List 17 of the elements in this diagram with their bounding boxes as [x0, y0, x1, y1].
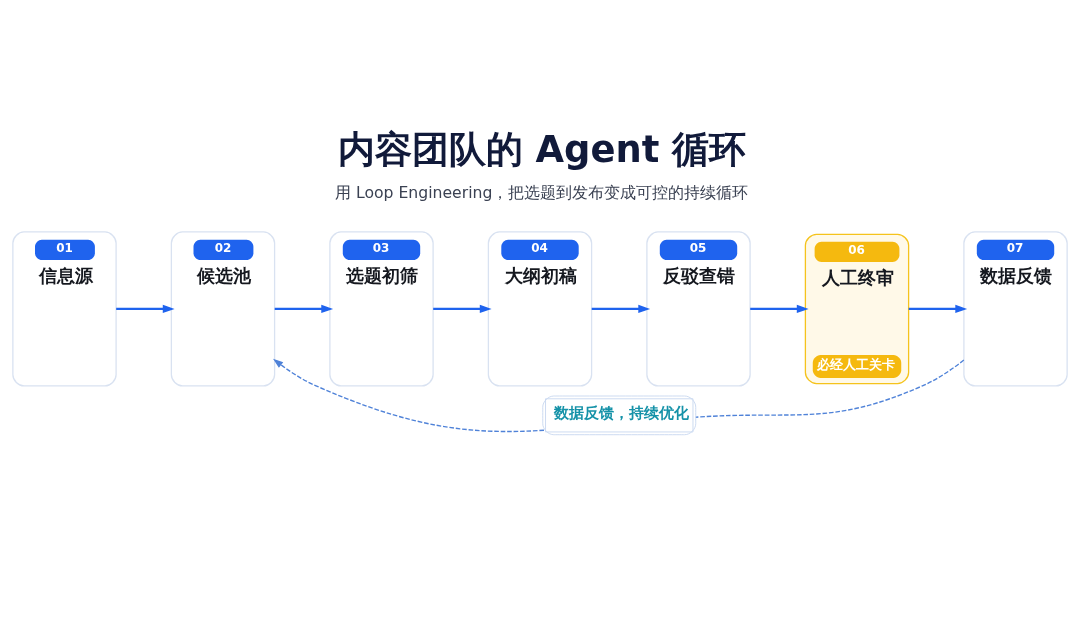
arrow [750, 304, 809, 313]
node-box: 03 选题初筛 [329, 230, 434, 387]
node-box: 04 大纲初稿 [487, 230, 593, 387]
label: 用 Loop Engineering，把选题到发布变成可控的持续循环 [334, 182, 749, 202]
edge-label: 数据反馈，持续优化 [553, 403, 689, 421]
node-box: 06 人工终审 必经人工关卡 [804, 233, 910, 384]
diagram-title: 内容团队的 Agent 循环 [337, 127, 747, 171]
arrow [908, 304, 968, 313]
arrow [433, 304, 492, 313]
arrow [116, 304, 175, 313]
arrow [273, 358, 965, 432]
node-box: 07 数据反馈 [963, 230, 1068, 387]
arrow [274, 304, 334, 313]
node-box: 02 候选池 [170, 230, 276, 387]
node-box: 01 信息源 [12, 230, 117, 387]
arrow [591, 304, 651, 313]
node-box: 05 反驳查错 [646, 230, 751, 387]
